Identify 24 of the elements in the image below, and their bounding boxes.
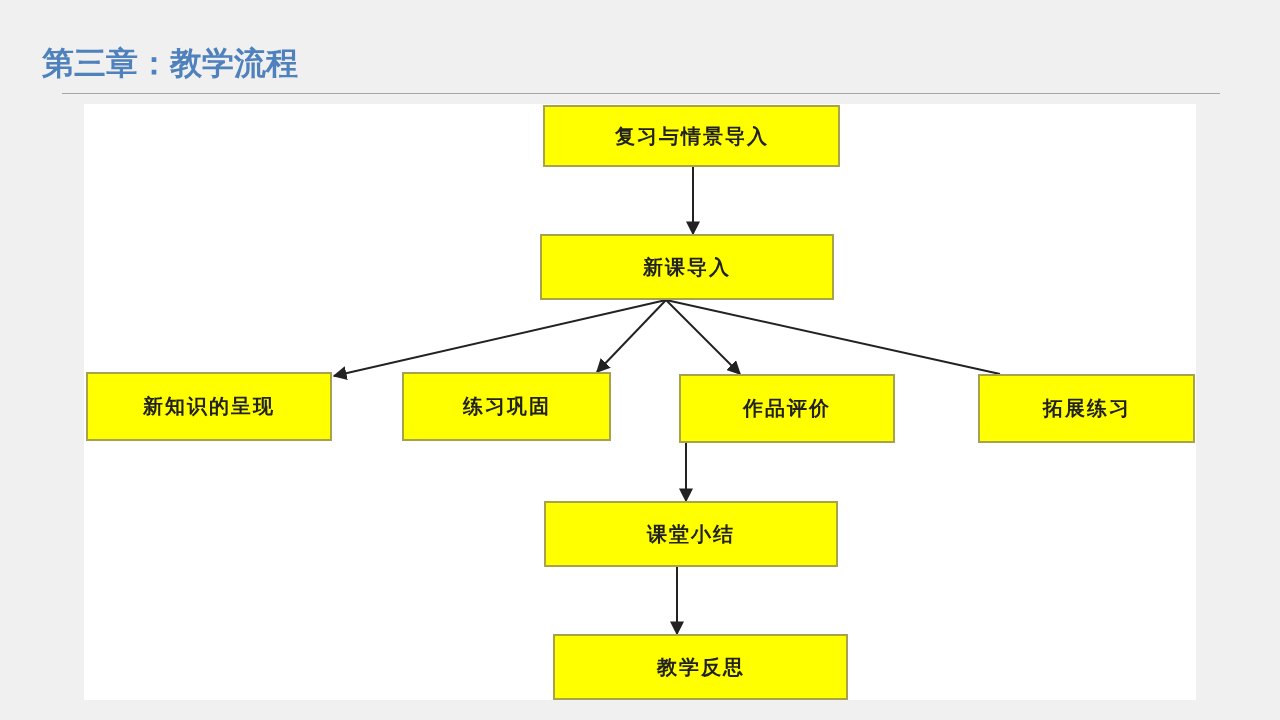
connector-line [665,299,1001,375]
box-label: 练习巩固 [462,393,551,420]
box-label: 复习与情景导入 [614,122,769,150]
box-label: 课堂小结 [647,520,735,548]
process-box [540,234,834,300]
process-box [553,634,848,700]
arrow [332,299,667,380]
arrow [686,166,700,236]
box-label: 拓展练习 [1042,395,1131,422]
process-box [86,372,332,441]
box-label: 新课导入 [643,253,731,281]
process-box [543,105,840,167]
slide-title: 第三章：教学流程 [42,44,298,83]
arrow [670,566,684,636]
process-box [679,374,895,443]
process-box [402,372,611,441]
box-label: 新知识的呈现 [143,393,275,420]
process-box [544,501,838,567]
box-label: 教学反思 [656,653,745,681]
arrow [665,299,741,375]
arrow [596,299,667,373]
arrow [679,442,693,503]
process-box [978,374,1195,443]
box-label: 作品评价 [743,395,831,422]
